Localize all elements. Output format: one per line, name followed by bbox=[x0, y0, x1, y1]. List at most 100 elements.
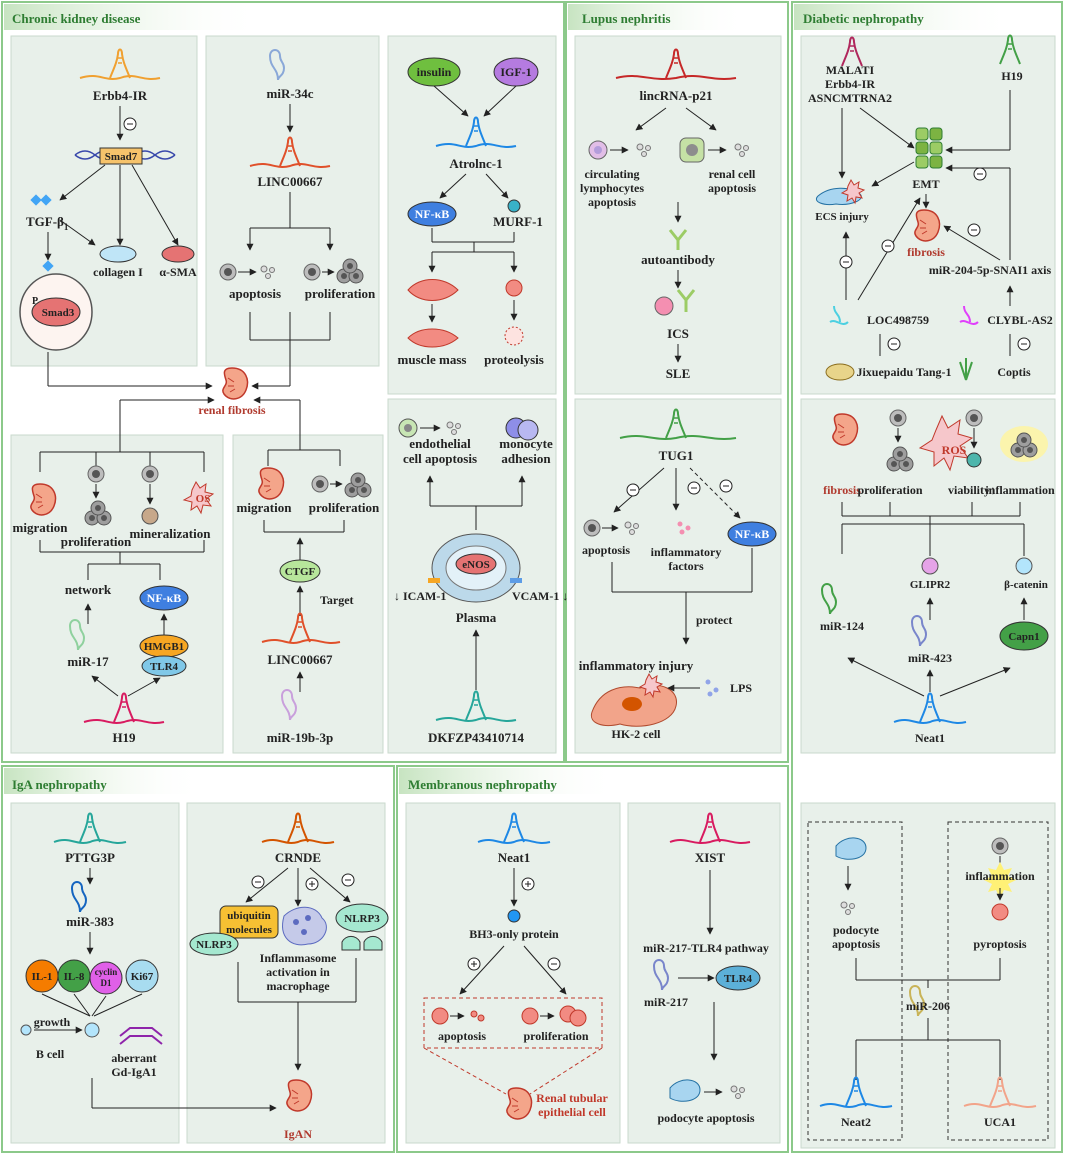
uca1-label: UCA1 bbox=[984, 1115, 1016, 1129]
ubi1-label: ubiquitin bbox=[227, 910, 270, 922]
emt-label: EMT bbox=[912, 177, 939, 191]
infla3-label: macrophage bbox=[266, 979, 330, 993]
infl2-label: factors bbox=[668, 559, 704, 573]
nlrp3b-label: NLRP3 bbox=[344, 913, 380, 925]
smad3-label: Smad3 bbox=[42, 307, 75, 319]
hk2-label: HK-2 cell bbox=[612, 727, 662, 741]
circ2-label: lymphocytes bbox=[580, 181, 644, 195]
iga-pttg3p-panel: PTTG3P miR-383 IL-1 IL-8 cyclin D1 Ki67 … bbox=[20, 812, 277, 1112]
mono-label: monocyte bbox=[499, 436, 553, 451]
rtec1-label: Renal tubular bbox=[536, 1091, 608, 1105]
plasma-label: Plasma bbox=[456, 610, 497, 625]
gd-label: Gd-IgA1 bbox=[111, 1065, 156, 1079]
infl1-label: inflammatory bbox=[651, 545, 722, 559]
nfkb-label: NF-κB bbox=[415, 207, 450, 221]
protect-label: protect bbox=[696, 613, 732, 627]
murf-label: MURF-1 bbox=[493, 214, 543, 229]
lupus-tug1-panel: TUG1 NF-κB apoptosis inflammatory factor… bbox=[579, 408, 777, 741]
jix-label: Jixuepaidu Tang-1 bbox=[856, 365, 951, 379]
circ3-label: apoptosis bbox=[588, 195, 636, 209]
diab-neat1-label: Neat1 bbox=[915, 731, 945, 745]
igf1-label: IGF-1 bbox=[500, 65, 531, 79]
ckd-proliferation-label: proliferation bbox=[305, 286, 376, 301]
header-iga: IgA nephropathy bbox=[12, 777, 107, 792]
renal1-label: renal cell bbox=[709, 167, 756, 181]
mir206-label: miR-206 bbox=[906, 999, 950, 1013]
il1-label: IL-1 bbox=[32, 971, 53, 983]
ckd-proliferation2-label: proliferation bbox=[61, 534, 132, 549]
pyro-label: pyroptosis bbox=[973, 937, 1026, 951]
muscle-label: muscle mass bbox=[398, 352, 467, 367]
ros-label: ROS bbox=[942, 443, 967, 457]
h19-label: H19 bbox=[112, 730, 136, 745]
tgf-label: TGF-β1 bbox=[26, 214, 69, 232]
diabetic-neat1-panel: ROS fibrosis proliferation viability↑ in… bbox=[820, 409, 1055, 745]
diab-infl-label: inflammation bbox=[965, 869, 1035, 883]
ckd-ctgf-panel: migration proliferation CTGF Target LINC… bbox=[237, 396, 380, 745]
lupus-nfkb-label: NF-κB bbox=[735, 527, 770, 541]
ckd-migration-label: migration bbox=[13, 520, 69, 535]
mono2-label: adhesion bbox=[501, 451, 551, 466]
insulin-label: insulin bbox=[417, 65, 452, 79]
infla2-label: activation in bbox=[266, 965, 330, 979]
p-label: P bbox=[32, 296, 38, 307]
podo1-label: podocyte bbox=[833, 923, 880, 937]
atrolnc-label: Atrolnc-1 bbox=[449, 156, 502, 171]
lincp21-label: lincRNA-p21 bbox=[640, 88, 713, 103]
malat-label: MALATI bbox=[826, 63, 875, 77]
aberrant-label: aberrant bbox=[111, 1051, 156, 1065]
glipr2-label: GLIPR2 bbox=[910, 579, 951, 591]
cyclin1-label: cyclin bbox=[95, 967, 118, 977]
mem-proliferation-label: proliferation bbox=[523, 1029, 588, 1043]
renal-fibrosis-kidney-icon bbox=[222, 367, 249, 400]
crnde-label: CRNDE bbox=[275, 850, 321, 865]
mem-podo-label: podocyte apoptosis bbox=[657, 1111, 754, 1125]
mir423-label: miR-423 bbox=[908, 651, 952, 665]
bcat-label: β-catenin bbox=[1004, 579, 1048, 591]
cyclin2-label: D1 bbox=[101, 978, 112, 988]
mir217-label: miR-217 bbox=[644, 995, 688, 1009]
mir34c-label: miR-34c bbox=[267, 86, 314, 101]
pathway-label: miR-217-TLR4 pathway bbox=[643, 941, 769, 955]
header-lupus: Lupus nephritis bbox=[582, 11, 671, 26]
ckd-migration2-label: migration bbox=[237, 500, 293, 515]
endo2-label: cell apoptosis bbox=[403, 451, 477, 466]
membranous-neat1-panel: Neat1 BH3-only protein apoptosis prolife… bbox=[423, 812, 609, 1120]
vcam-label: VCAM-1 ↓ bbox=[512, 589, 568, 603]
clybl-label: CLYBL-AS2 bbox=[987, 313, 1053, 327]
circ1-label: circulating bbox=[584, 167, 639, 181]
diab-proliferation-label: proliferation bbox=[857, 483, 922, 497]
network-label: network bbox=[65, 582, 112, 597]
linc00667b-label: LINC00667 bbox=[267, 652, 333, 667]
diab-inflammation-label: inflammation bbox=[985, 483, 1055, 497]
il8-label: IL-8 bbox=[64, 971, 85, 983]
mir19b-label: miR-19b-3p bbox=[267, 730, 333, 745]
lupus-apoptosis-label: apoptosis bbox=[582, 543, 630, 557]
asnc-label: ASNCMTRNA2 bbox=[808, 91, 892, 105]
header-diabetic: Diabetic nephropathy bbox=[803, 11, 924, 26]
linc00667-label: LINC00667 bbox=[257, 174, 323, 189]
diab-erbb4-label: Erbb4-IR bbox=[825, 77, 875, 91]
iga-crnde-panel: CRNDE ubiquitin molecules NLRP3 NLRP3 In… bbox=[189, 812, 389, 1141]
hmgb1-label: HMGB1 bbox=[144, 641, 184, 653]
enos-label: eNOS bbox=[462, 559, 490, 571]
renal-fibrosis-label: renal fibrosis bbox=[198, 403, 266, 417]
capn1-label: Capn1 bbox=[1008, 631, 1039, 643]
erbb4-label: Erbb4-IR bbox=[93, 88, 148, 103]
neat2-label: Neat2 bbox=[841, 1115, 871, 1129]
igan-label: IgAN bbox=[284, 1127, 312, 1141]
diab-h19-label: H19 bbox=[1001, 69, 1022, 83]
tlr4-label: TLR4 bbox=[150, 661, 179, 673]
loc-label: LOC498759 bbox=[867, 313, 929, 327]
ckd-erbb4-panel: Erbb4-IR Smad7 TGF-β1 collagen I α-SMA S… bbox=[19, 48, 197, 351]
ckd-h19-panel: OS migration proliferation mineralizatio… bbox=[13, 396, 215, 745]
mem-neat1-label: Neat1 bbox=[498, 850, 531, 865]
proteolysis-label: proteolysis bbox=[484, 352, 544, 367]
ckd-mir34c-panel: miR-34c LINC00667 apoptosis proliferatio… bbox=[219, 49, 376, 301]
ckd-dkfzp-panel: endothelial cell apoptosis monocyte adhe… bbox=[394, 417, 568, 745]
growth-label: growth bbox=[34, 1015, 71, 1029]
coptis-label: Coptis bbox=[997, 365, 1031, 379]
axis-label: miR-204-5p-SNAI1 axis bbox=[929, 263, 1052, 277]
diab-fibrosis2-label: fibrosis bbox=[823, 483, 861, 497]
